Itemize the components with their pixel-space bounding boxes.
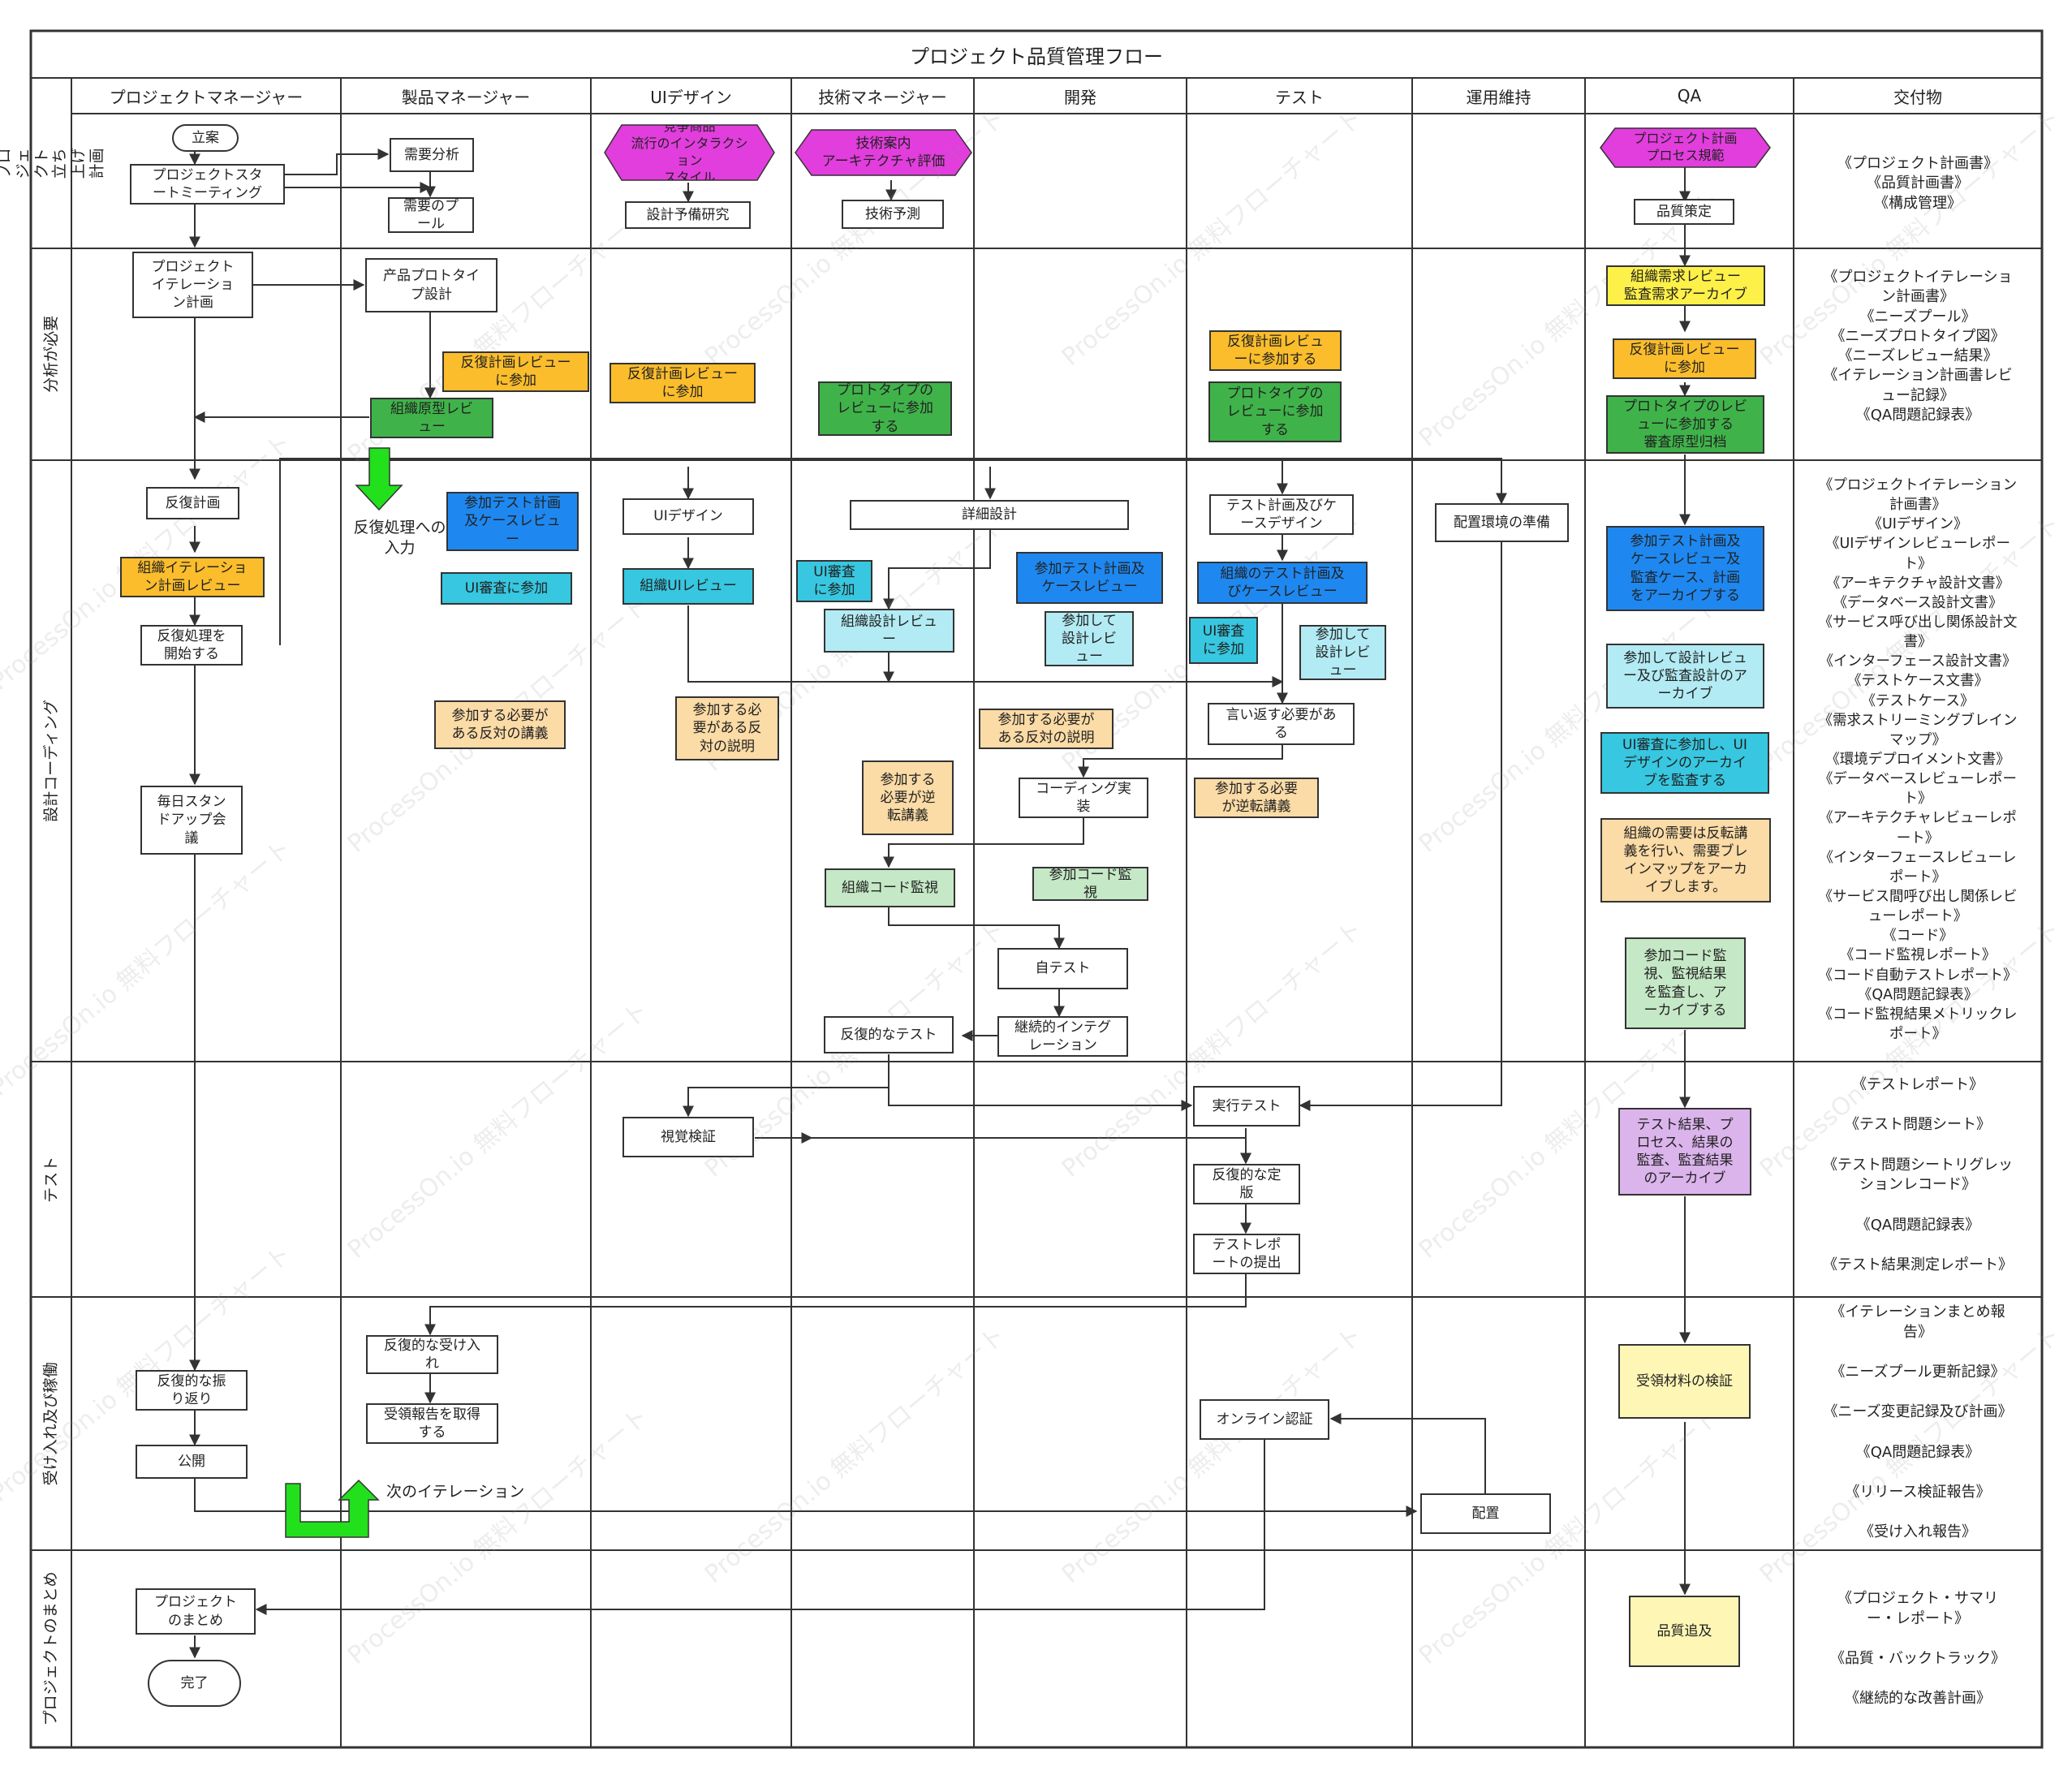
node-exec-test[interactable]: 実行テスト — [1193, 1086, 1300, 1127]
node-design-research[interactable]: 設計予備研究 — [625, 201, 751, 229]
node-ui-iter-review[interactable]: 反復計画レビュー に参加 — [610, 363, 756, 403]
node-qa-proto-review[interactable]: プロトタイプのレビ ューに参加する 審査原型归档 — [1606, 395, 1764, 454]
node-competitor-study[interactable]: 竞争商品 流行のインタラクション スタイル — [631, 125, 748, 180]
node-iter-final[interactable]: 反復的な定 版 — [1193, 1164, 1300, 1204]
node-qa-test-result[interactable]: テスト結果、プ ロセス、結果の 監査、監査結果 のアーカイブ — [1618, 1108, 1751, 1196]
node-self-test[interactable]: 自テスト — [997, 948, 1128, 989]
node-start[interactable]: 立案 — [172, 124, 239, 152]
node-iter-test[interactable]: 反復的なテスト — [824, 1016, 954, 1053]
node-dev-design-review[interactable]: 参加して 設計レビ ュー — [1045, 611, 1134, 666]
node-ui-counter[interactable]: 参加する必 要がある反 対の説明 — [675, 696, 779, 760]
node-coding[interactable]: コーディング実 装 — [1019, 778, 1148, 818]
node-test-proto-review[interactable]: プロトタイプの レビューに参加 する — [1208, 381, 1342, 442]
node-qa-req-archive[interactable]: 組織の需要は反転講 義を行い、需要ブレ インマップをアーカ イブします。 — [1600, 818, 1771, 903]
node-ui-design[interactable]: UIデザイン — [622, 498, 754, 535]
node-dev-counter[interactable]: 参加する必要が ある反対の説明 — [979, 709, 1114, 749]
node-online-auth[interactable]: オンライン認証 — [1200, 1399, 1329, 1440]
col-header-dev: 開発 — [1064, 87, 1096, 107]
node-daily-standup[interactable]: 毎日スタン ドアップ会 議 — [140, 786, 243, 855]
diagram-title: プロジェクト品質管理フロー — [910, 45, 1163, 68]
node-ci[interactable]: 継続的インテグ レーション — [997, 1016, 1128, 1057]
node-qa-plan[interactable]: プロジェクト計画 プロセス規範 — [1633, 131, 1738, 163]
col-header-ui: UIデザイン — [650, 87, 732, 107]
node-qa-trace[interactable]: 品質追及 — [1629, 1596, 1740, 1667]
node-test-report[interactable]: テストレポ ートの提出 — [1193, 1234, 1300, 1274]
node-visual-check[interactable]: 視覚検証 — [622, 1117, 754, 1157]
deliverables-acceptance: 《イテレーションまとめ報 告》 《ニーズプール更新記録》 《ニーズ変更記録及び計… — [1823, 1303, 2013, 1541]
node-start-iteration[interactable]: 反復処理を 開始する — [140, 625, 243, 666]
col-header-ops: 運用維持 — [1466, 87, 1531, 107]
node-org-test-review[interactable]: 組織のテスト計画及 びケースレビュー — [1197, 562, 1368, 604]
node-org-iter-review[interactable]: 組織イテレーショ ン計画レビュー — [120, 557, 265, 597]
col-header-tech: 技術マネージャー — [818, 87, 947, 107]
node-iter-accept[interactable]: 反復的な受け入 れ — [366, 1335, 498, 1374]
deliverables-initiation: 《プロジェクト計画書》 《品質計画書》 《構成管理》 — [1837, 155, 1998, 212]
col-header-qa: QA — [1677, 86, 1702, 106]
node-done[interactable]: 完了 — [148, 1660, 241, 1707]
node-org-design-review[interactable]: 組織設計レビュ ー — [824, 609, 954, 653]
label-iteration-input: 反復処理への 入力 — [353, 519, 446, 557]
node-org-proto-review[interactable]: 組織原型レビ ュー — [370, 398, 493, 438]
node-pm-test-review[interactable]: 参加テスト計画 及ケースレビュ ー — [446, 492, 579, 551]
node-tm-counter[interactable]: 参加する 必要が逆 転講義 — [862, 760, 954, 835]
node-pm-counter-lecture[interactable]: 参加する必要が ある反対の講義 — [434, 700, 566, 749]
col-header-pm: プロジェクトマネージャー — [109, 87, 304, 107]
node-test-design[interactable]: テスト計画及びケ ースデザイン — [1209, 494, 1354, 535]
node-deploy-prep[interactable]: 配置環境の準備 — [1435, 503, 1569, 542]
node-iter-retro[interactable]: 反復的な振 り返り — [136, 1370, 248, 1411]
node-test-counter[interactable]: 参加する必要 が逆転講義 — [1194, 778, 1319, 818]
node-release[interactable]: 公開 — [136, 1445, 248, 1479]
node-org-code-review[interactable]: 組織コード監視 — [825, 868, 955, 907]
node-qa-req-review[interactable]: 組織需求レビュー 監査需求アーカイブ — [1606, 265, 1765, 306]
node-project-summary[interactable]: プロジェクト のまとめ — [136, 1588, 256, 1635]
node-tm-ui-review[interactable]: UI審査 に参加 — [796, 560, 872, 602]
deliverables-test: 《テストレポート》 《テスト問題シート》 《テスト問題シートリグレッ ションレコ… — [1823, 1076, 2013, 1273]
deliverables-design-coding: 《プロジェクトイテレーション 計画書》 《UIデザイン》 《UIデザインレビュー… — [1818, 477, 2018, 1042]
label-next-iteration: 次のイテレーション — [386, 1483, 525, 1501]
node-pm-ui-review[interactable]: UI審査に参加 — [441, 572, 572, 605]
node-qa-design-archive[interactable]: 参加して設計レビュ ー及び監査設計のア ーカイブ — [1606, 644, 1764, 709]
node-qa-iter-review[interactable]: 反復計画レビュー に参加 — [1613, 338, 1756, 379]
node-qa-ui-archive[interactable]: UI審査に参加し、UI デザインのアーカイ ブを監査する — [1600, 732, 1769, 794]
deliverables-analysis: 《プロジェクトイテレーショ ン計画書》 《ニーズプール》 《ニーズプロトタイプ図… — [1823, 269, 2013, 424]
node-pm-iter-review[interactable]: 反復計画レビュー に参加 — [442, 351, 589, 392]
node-qa-accept[interactable]: 受領材料の検証 — [1618, 1344, 1751, 1419]
node-req-analysis[interactable]: 需要分析 — [390, 138, 474, 172]
node-test-ui-review[interactable]: UI審査 に参加 — [1189, 617, 1258, 664]
col-header-test: テスト — [1275, 87, 1324, 107]
deliverables-summary: 《プロジェクト・サマリ ー・レポート》 《品質・バックトラック》 《継続的な改善… — [1830, 1590, 2005, 1708]
node-accept-report[interactable]: 受領報告を取得 する — [366, 1403, 498, 1444]
node-dev-code-review[interactable]: 参加コード監 視 — [1032, 867, 1148, 901]
node-quality-policy[interactable]: 品質策定 — [1634, 199, 1734, 225]
node-req-pool[interactable]: 需要のプ ール — [388, 197, 474, 233]
node-org-ui-review[interactable]: 組織UIレビュー — [622, 568, 754, 605]
node-iteration-plan[interactable]: プロジェクト イテレーショ ン計画 — [132, 252, 253, 318]
node-tech-review[interactable]: 技術案内 アーキテクチャ評価 — [821, 135, 946, 170]
col-header-deliverables: 交付物 — [1893, 87, 1942, 107]
node-tech-forecast[interactable]: 技術予測 — [842, 200, 944, 229]
node-kickoff[interactable]: プロジェクトスタ ートミーティング — [130, 164, 285, 205]
node-proto-design[interactable]: 产品プロトタイ プ設計 — [365, 258, 498, 312]
node-dev-test-review[interactable]: 参加テスト計画及 ケースレビュー — [1016, 552, 1163, 604]
node-qa-test-archive[interactable]: 参加テスト計画及 ケースレビュー及 監査ケース、計画 をアーカイブする — [1606, 526, 1764, 611]
node-test-repeat[interactable]: 言い返す必要があ る — [1208, 703, 1355, 745]
node-iteration-plan-2[interactable]: 反復計画 — [146, 487, 239, 519]
node-tm-proto-review[interactable]: プロトタイプの レビューに参加 する — [818, 381, 952, 436]
col-header-product: 製品マネージャー — [401, 87, 531, 107]
node-detail-design[interactable]: 詳細設計 — [850, 500, 1129, 530]
node-test-iter-review[interactable]: 反復計画レビュ ーに参加する — [1209, 330, 1342, 371]
node-qa-code-archive[interactable]: 参加コード監 視、監視結果 を監査し、ア ーカイブする — [1625, 937, 1746, 1029]
node-deploy[interactable]: 配置 — [1420, 1493, 1551, 1534]
node-test-design-review[interactable]: 参加して 設計レビ ュー — [1299, 625, 1386, 680]
